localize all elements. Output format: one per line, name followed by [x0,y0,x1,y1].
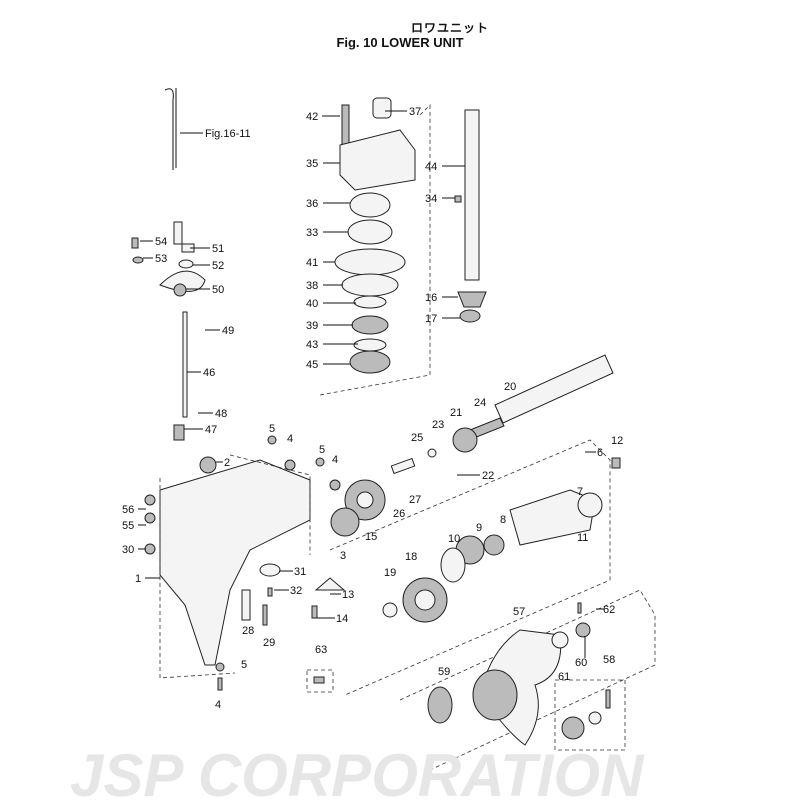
callout-14[interactable]: 14 [336,613,348,625]
callout-41[interactable]: 41 [306,257,318,269]
callout-23[interactable]: 23 [432,419,444,431]
callout-4[interactable]: 4 [332,454,338,466]
callout-61[interactable]: 61 [558,671,570,683]
callout-20[interactable]: 20 [504,381,516,393]
callout-4[interactable]: 4 [287,433,293,445]
callout-40[interactable]: 40 [306,298,318,310]
water-pump-assembly [319,97,431,396]
callout-47[interactable]: 47 [205,424,217,436]
callout-34[interactable]: 34 [425,193,437,205]
callout-5[interactable]: 5 [319,444,325,456]
callout-31[interactable]: 31 [294,566,306,578]
callout-2[interactable]: 2 [224,457,230,469]
ref-fig16-11[interactable]: Fig.16-11 [205,128,251,140]
callout-29[interactable]: 29 [263,637,275,649]
callout-26[interactable]: 26 [393,508,405,520]
callout-25[interactable]: 25 [411,432,423,444]
callout-45[interactable]: 45 [306,359,318,371]
callout-28[interactable]: 28 [242,625,254,637]
callout-13[interactable]: 13 [342,589,354,601]
callout-15[interactable]: 15 [365,531,377,543]
gear-case [144,435,346,693]
callout-63[interactable]: 63 [315,644,327,656]
callout-7[interactable]: 7 [577,486,583,498]
callout-5[interactable]: 5 [241,659,247,671]
callout-53[interactable]: 53 [155,253,167,265]
callout-32[interactable]: 32 [290,585,302,597]
callout-37[interactable]: 37 [409,106,421,118]
callout-4[interactable]: 4 [215,699,221,711]
callout-36[interactable]: 36 [306,198,318,210]
callout-12[interactable]: 12 [611,435,623,447]
callout-52[interactable]: 52 [212,260,224,272]
callout-18[interactable]: 18 [405,551,417,563]
callout-17[interactable]: 17 [425,313,437,325]
callout-50[interactable]: 50 [212,284,224,296]
callout-35[interactable]: 35 [306,158,318,170]
callout-56[interactable]: 56 [122,504,134,516]
callout-labels: Fig.16-11 42 37 35 44 36 34 33 41 38 40 … [122,106,623,711]
drive-shaft [454,109,487,323]
callout-24[interactable]: 24 [474,397,486,409]
callout-43[interactable]: 43 [306,339,318,351]
callout-33[interactable]: 33 [306,227,318,239]
callout-30[interactable]: 30 [122,544,134,556]
callout-27[interactable]: 27 [409,494,421,506]
callout-38[interactable]: 38 [306,280,318,292]
callout-39[interactable]: 39 [306,320,318,332]
callout-19[interactable]: 19 [384,567,396,579]
callout-51[interactable]: 51 [212,243,224,255]
callout-5[interactable]: 5 [269,423,275,435]
callout-21[interactable]: 21 [450,407,462,419]
callout-8[interactable]: 8 [500,514,506,526]
callout-42[interactable]: 42 [306,111,318,123]
callout-46[interactable]: 46 [203,367,215,379]
callout-48[interactable]: 48 [215,408,227,420]
callout-10[interactable]: 10 [448,533,460,545]
propeller-shaft-assembly [329,354,621,696]
leader-lines [138,110,604,658]
propeller-assembly [399,589,656,771]
callout-3[interactable]: 3 [340,550,346,562]
callout-6[interactable]: 6 [597,447,603,459]
callout-11[interactable]: 11 [577,532,588,544]
callout-44[interactable]: 44 [425,161,437,173]
callout-58[interactable]: 58 [603,654,615,666]
callout-54[interactable]: 54 [155,236,167,248]
watermark: JSP CORPORATION [70,742,645,800]
shift-rod-assembly [131,88,206,441]
callout-57[interactable]: 57 [513,606,525,618]
callout-55[interactable]: 55 [122,520,134,532]
callout-62[interactable]: 62 [603,604,615,616]
callout-49[interactable]: 49 [222,325,234,337]
callout-60[interactable]: 60 [575,657,587,669]
title-japanese: ロワユニット [410,21,489,35]
callout-59[interactable]: 59 [438,666,450,678]
callout-1[interactable]: 1 [135,573,141,585]
callout-16[interactable]: 16 [425,292,437,304]
callout-9[interactable]: 9 [476,522,482,534]
callout-22[interactable]: 22 [482,470,494,482]
figure-title: Fig. 10 LOWER UNIT [336,35,464,50]
